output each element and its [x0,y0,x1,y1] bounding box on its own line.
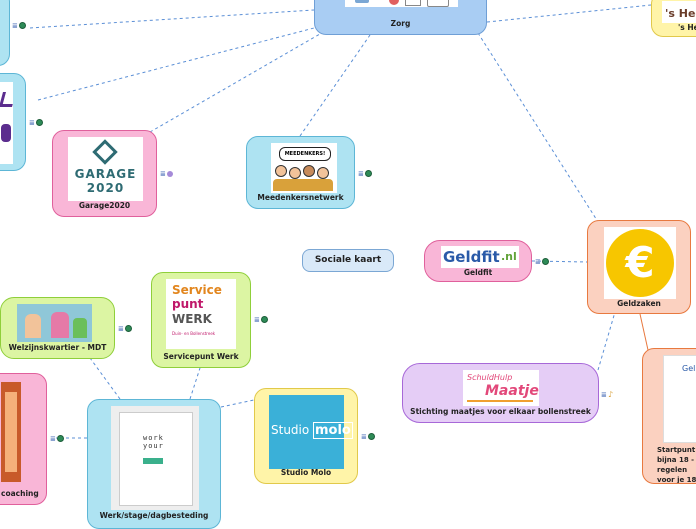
servicepunt-icons: ≣ [254,316,268,324]
purple-logo [0,82,17,164]
geldzaken-euro-logo: € [604,227,676,299]
central-topic[interactable]: Sociale kaart [302,249,394,272]
schuldhulpmaatje-logo: SchuldHulp Maatje [463,370,539,406]
garage-icons: ≣ [160,170,173,178]
welzijn-photo [17,304,92,342]
node-label: Meedenkersnetwerk [257,193,344,202]
globe-icon[interactable] [542,258,549,265]
node-s-heer[interactable]: 's Hee 's He [651,0,696,37]
geldfit-logo: Geldfit .nl [441,246,519,268]
node-welzijnskwartier[interactable]: Welzijnskwartier - MDT [0,297,115,359]
schuldhulp-icons: ≣♪ [601,390,614,400]
zorg-image [345,0,458,7]
notes-icon[interactable]: ≣ [358,170,364,178]
notes-icon[interactable]: ≣ [118,325,124,333]
node-geldzaken[interactable]: € Geldzaken [587,220,691,314]
startpunt-image: Gel [663,355,696,443]
notes-icon[interactable]: ≣ [361,433,367,441]
notes-icon[interactable]: ≣ [535,258,541,266]
coaching-icons: ≣ [50,435,64,443]
link-geldzaken-schuldhulp [597,311,616,371]
node-cyan-partial-logo[interactable] [0,73,26,171]
notes-icon[interactable]: ≣ [601,391,607,399]
globe-icon[interactable] [57,435,64,442]
servicepunt-logo: Service punt WERK Duin- en Bollenstreek [166,279,236,349]
node-label: Startpunt bijna 18 - regelen voor je 18 [657,446,696,484]
globe-icon[interactable] [125,325,132,332]
globe-icon[interactable] [365,170,372,177]
notes-icon[interactable]: ≣ [160,170,166,178]
link-zorg-garage [149,33,321,133]
globe-icon[interactable] [36,119,43,126]
coaching-photo [1,382,21,482]
node-label: Zorg [390,19,411,28]
cyan-top-icons: ≣ [12,22,26,30]
notes-icon[interactable]: ≣ [29,119,35,127]
node-coaching[interactable]: coaching [0,373,47,505]
node-werk-stage-dagbesteding[interactable]: work your off Werk/stage/dagbesteding [87,399,221,529]
node-label: Geldzaken [617,299,661,308]
link-zorg-meedenkers [299,34,371,137]
globe-icon[interactable] [19,22,26,29]
link-geldzaken-startpunt [639,313,649,351]
node-meedenkersnetwerk[interactable]: MEEDENKERS! Meedenkersnetwerk [246,136,355,209]
node-geldfit[interactable]: Geldfit .nl Geldfit [424,240,532,282]
node-label: Stichting maatjes voor elkaar bollenstre… [410,407,591,416]
node-label: Studio Molo [280,468,332,477]
node-servicepunt-werk[interactable]: Service punt WERK Duin- en Bollenstreek … [151,272,251,368]
garage2020-logo: GARAGE 2020 [68,137,143,201]
notes-icon[interactable]: ≣ [254,316,260,324]
node-schuldhulpmaatje[interactable]: SchuldHulp Maatje Stichting maatjes voor… [402,363,599,423]
cyan-logo-icons: ≣ [29,119,43,127]
notes-icon[interactable]: ≣ [50,435,56,443]
studio-icons: ≣ [361,433,375,441]
node-zorg[interactable]: Zorg [314,0,487,35]
studio-molo-logo: Studio molo [269,395,353,469]
link-zorg-cyan-logo [37,27,315,101]
s-heer-logo: 's Hee [662,1,696,23]
euro-icon: € [606,229,674,297]
link-werk-welzijn [89,357,121,400]
link-werk-studio [220,399,255,408]
node-label: 's He [678,23,696,32]
node-cyan-partial-top[interactable] [0,0,10,66]
node-label: Garage2020 [78,201,131,210]
link-werk-servicepunt [189,367,201,400]
node-label: Geldfit [463,268,493,277]
globe-icon[interactable] [261,316,268,323]
werk-poster: work your off [111,406,199,510]
dot-icon[interactable] [167,170,173,177]
link-zorg-geldzaken [477,32,601,226]
node-label: coaching [1,489,39,498]
node-label: Welzijnskwartier - MDT [8,343,107,352]
node-garage2020[interactable]: GARAGE 2020 Garage2020 [52,130,157,217]
geldfit-icons: ≣ [535,258,549,266]
node-studio-molo[interactable]: Studio molo Studio Molo [254,388,358,484]
globe-icon[interactable] [368,433,375,440]
meedenkers-image: MEEDENKERS! [271,143,337,193]
welzijn-icons: ≣ [118,325,132,333]
link-zorg-sheer [486,4,652,23]
meedenkers-icons: ≣ [358,170,372,178]
music-note-icon[interactable]: ♪ [608,390,614,399]
node-startpunt[interactable]: Gel Startpunt bijna 18 - regelen voor je… [642,348,696,484]
notes-icon[interactable]: ≣ [12,22,18,30]
link-zorg-cyan-top [29,9,315,29]
node-label: Servicepunt Werk [163,352,239,361]
node-label: Werk/stage/dagbesteding [99,511,209,520]
